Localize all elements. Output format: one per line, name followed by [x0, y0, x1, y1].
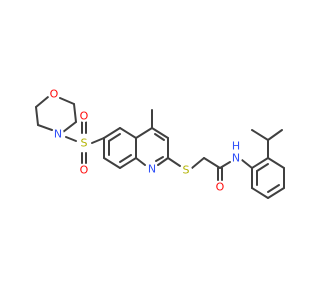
- bond: [35, 96, 49, 108]
- bond: [219, 161, 231, 169]
- phenyl-ring: [251, 157, 285, 199]
- bond: [241, 159, 253, 169]
- bond: [154, 133, 165, 141]
- bond: [135, 157, 146, 166]
- quinoline-benzo-ring: [103, 127, 137, 169]
- bond: [251, 187, 269, 199]
- bond: [251, 157, 269, 169]
- bond: [62, 121, 77, 133]
- isopropyl-group: [251, 129, 283, 159]
- sulfonyl-group: [81, 121, 105, 164]
- atom-n-quinoline: N: [148, 163, 156, 176]
- bond: [151, 127, 169, 139]
- atom-h-amide: H: [232, 140, 240, 153]
- atom-n-morpholine: N: [54, 128, 62, 141]
- bond: [119, 127, 137, 139]
- bond: [119, 157, 137, 169]
- bond: [103, 157, 121, 169]
- bond: [59, 97, 75, 105]
- bond: [155, 156, 164, 162]
- bond: [108, 133, 121, 142]
- bond: [267, 184, 280, 193]
- morpholine-ring: [35, 96, 77, 133]
- bond: [251, 129, 269, 141]
- bond: [191, 157, 205, 169]
- atom-s-thioether: S: [183, 164, 190, 177]
- bond: [267, 157, 285, 169]
- atom-n-amide: N: [232, 152, 240, 165]
- bond: [103, 127, 121, 139]
- bond: [119, 154, 132, 163]
- bond: [256, 163, 269, 172]
- bond: [157, 157, 169, 166]
- bond: [203, 157, 221, 169]
- bond: [37, 124, 53, 131]
- bond: [267, 129, 283, 141]
- molecule-structure: O N S O O N S O N H: [35, 88, 285, 199]
- atom-s-sulfonyl: S: [81, 137, 88, 150]
- atom-o-sulfonyl-top: O: [80, 110, 89, 123]
- atom-o-sulfonyl-bottom: O: [80, 164, 89, 177]
- atom-labels: O N S O O N S O N H: [48, 88, 242, 194]
- bond: [135, 127, 153, 139]
- bond: [65, 136, 77, 142]
- atom-o-carbonyl: O: [216, 181, 225, 194]
- bond: [91, 137, 105, 144]
- bond: [267, 187, 285, 199]
- bond: [73, 103, 77, 123]
- quinoline-pyridine-ring: [135, 127, 169, 166]
- molecule-canvas: O N S O O N S O N H: [35, 87, 285, 199]
- atom-o-morpholine: O: [50, 88, 59, 101]
- bond: [167, 157, 181, 167]
- bond: [35, 106, 39, 126]
